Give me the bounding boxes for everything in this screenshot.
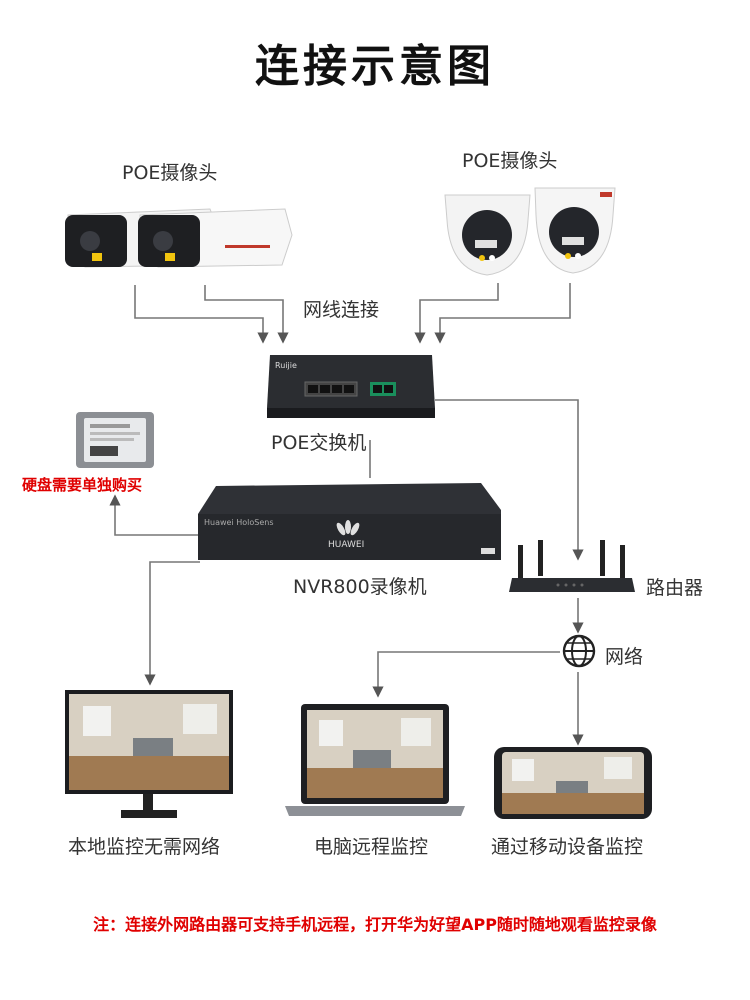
label-mobile-monitor: 通过移动设备监控 (491, 836, 644, 858)
wire-nvr-hdd (109, 494, 200, 536)
nvr-device: Huawei HoloSens HUAWEI (196, 478, 501, 566)
switch-brand: Ruijie (275, 361, 297, 370)
bullet-camera-icon (138, 208, 293, 268)
label-poe-camera-right: POE摄像头 (462, 150, 558, 172)
label-poe-camera-left: POE摄像头 (122, 162, 218, 184)
wire-network-pc (372, 651, 560, 698)
bullet-camera-group (65, 208, 293, 268)
hard-disk-icon (76, 412, 154, 468)
label-cable-connection: 网线连接 (303, 299, 380, 321)
label-pc-monitor: 电脑远程监控 (314, 836, 429, 858)
wire-camera-left-1 (134, 285, 269, 344)
hdd-note: 硬盘需要单独购买 (22, 476, 143, 494)
label-local-monitor: 本地监控无需网络 (68, 836, 221, 858)
mobile-phone-icon (494, 747, 652, 819)
label-poe-switch: POE交换机 (271, 432, 367, 454)
footer-note: 注：连接外网路由器可支持手机远程，打开华为好望APP随时随地观看监控录像 (93, 915, 657, 934)
dome-camera-group (444, 187, 616, 276)
wire-nvr-monitor (144, 561, 200, 686)
nvr-brand: Huawei HoloSens (204, 518, 274, 527)
label-router: 路由器 (646, 577, 704, 599)
wire-camera-right-2 (434, 283, 571, 344)
wire-camera-left-2 (204, 285, 289, 344)
monitor-icon (65, 690, 233, 818)
globe-icon (562, 634, 596, 668)
page-title: 连接示意图 (255, 41, 495, 92)
router-icon (509, 540, 635, 592)
label-nvr: NVR800录像机 (293, 576, 427, 598)
label-network: 网络 (605, 646, 644, 668)
wire-camera-right-1 (414, 283, 499, 344)
nvr-logo: HUAWEI (328, 540, 365, 550)
laptop-icon (285, 704, 465, 816)
wire-switch-router (435, 399, 584, 561)
dome-camera-icon (534, 187, 616, 274)
poe-switch-device: Ruijie (265, 350, 437, 422)
dome-camera-icon (444, 194, 531, 276)
